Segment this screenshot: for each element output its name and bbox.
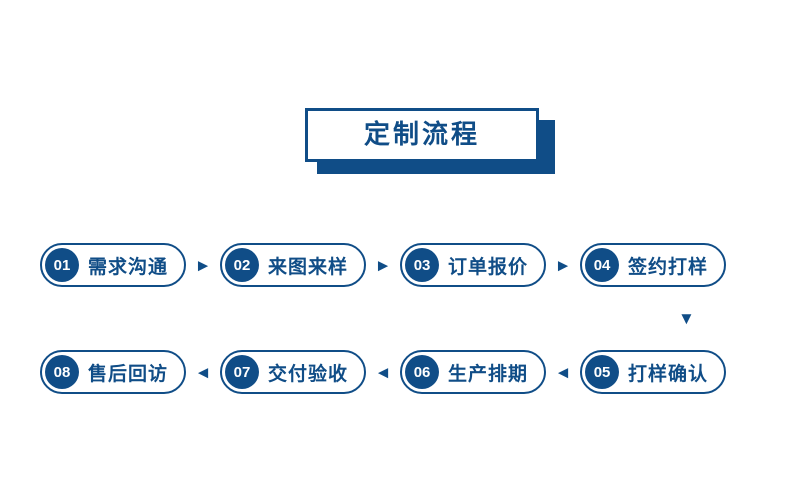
step-label: 交付验收 — [268, 362, 349, 385]
title-block: 定制流程 — [305, 108, 555, 174]
step-number-badge: 05 — [585, 355, 620, 389]
step-label: 来图来样 — [268, 255, 349, 278]
flow-step-02[interactable]: 02 来图来样 — [220, 243, 367, 287]
step-label: 需求沟通 — [88, 255, 169, 278]
step-number-badge: 04 — [585, 248, 620, 282]
step-label: 售后回访 — [88, 362, 169, 385]
step-number-badge: 03 — [405, 248, 440, 282]
flow-row-bottom: 08 售后回访 ◄ 07 交付验收 ◄ 06 生产排期 ◄ 05 打样确认 — [40, 350, 727, 394]
step-number-badge: 08 — [45, 355, 79, 389]
flow-step-03[interactable]: 03 订单报价 — [400, 243, 547, 287]
arrow-left-icon: ◄ — [554, 362, 572, 382]
step-number-badge: 01 — [45, 248, 79, 282]
flow-row-top: 01 需求沟通 ► 02 来图来样 ► 03 订单报价 ► 04 签约打样 — [40, 243, 727, 287]
step-label: 订单报价 — [448, 255, 529, 278]
arrow-left-icon: ◄ — [374, 362, 392, 382]
arrow-left-icon: ◄ — [194, 362, 212, 382]
flow-step-04[interactable]: 04 签约打样 — [580, 243, 727, 287]
flow-step-06[interactable]: 06 生产排期 — [400, 350, 547, 394]
step-label: 生产排期 — [448, 362, 529, 385]
title-box: 定制流程 — [305, 108, 539, 162]
step-number-badge: 02 — [225, 248, 260, 282]
flow-step-01[interactable]: 01 需求沟通 — [40, 243, 187, 287]
step-label: 打样确认 — [628, 362, 709, 385]
flow-step-08[interactable]: 08 售后回访 — [40, 350, 187, 394]
arrow-right-icon: ► — [194, 255, 212, 275]
arrow-down-icon: ▼ — [678, 309, 695, 328]
step-label: 签约打样 — [628, 255, 709, 278]
step-number-badge: 07 — [225, 355, 260, 389]
flow-step-07[interactable]: 07 交付验收 — [220, 350, 367, 394]
flow-step-05[interactable]: 05 打样确认 — [580, 350, 727, 394]
step-number-badge: 06 — [405, 355, 440, 389]
page-title: 定制流程 — [363, 120, 480, 150]
arrow-right-icon: ► — [374, 255, 392, 275]
arrow-right-icon: ► — [554, 255, 572, 275]
